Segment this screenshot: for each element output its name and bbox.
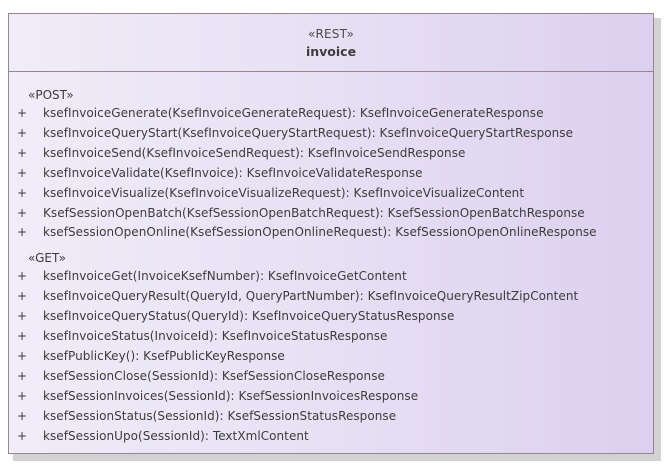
operation-row[interactable]: + ksefInvoiceGenerate(KsefInvoiceGenerate… xyxy=(9,104,653,124)
operation-signature: ksefSessionUpo(SessionId): TextXmlConten… xyxy=(43,428,309,443)
operation-row[interactable]: + ksefInvoiceGet(InvoiceKsefNumber): Ksef… xyxy=(9,267,653,287)
group-stereotype-post: «POST» xyxy=(28,88,74,102)
visibility-public: + xyxy=(17,329,28,344)
operation-signature: ksefInvoiceQueryStatus(QueryId): KsefInv… xyxy=(43,309,455,324)
visibility-public: + xyxy=(17,428,28,443)
operation-signature: ksefInvoiceQueryStart(KsefInvoiceQuerySt… xyxy=(43,125,574,140)
operation-signature: ksefSessionInvoices(SessionId): KsefSess… xyxy=(43,388,419,403)
operations-compartment: «POST» + ksefInvoiceGenerate(KsefInvoiceG… xyxy=(9,72,653,447)
operation-row[interactable]: + ksefInvoiceStatus(InvoiceId): KsefInvoi… xyxy=(9,327,653,347)
operation-row[interactable]: + ksefInvoiceQueryResult(QueryId, QueryPa… xyxy=(9,287,653,307)
visibility-public: + xyxy=(17,368,28,383)
operation-signature: ksefInvoiceStatus(InvoiceId): KsefInvoic… xyxy=(43,329,388,344)
operation-signature: KsefSessionOpenBatch(KsefSessionOpenBatc… xyxy=(43,205,585,220)
operation-row[interactable]: + ksefInvoiceValidate(KsefInvoice): KsefI… xyxy=(9,164,653,184)
visibility-public: + xyxy=(17,225,28,240)
operation-group-post: «POST» + ksefInvoiceGenerate(KsefInvoiceG… xyxy=(9,86,653,243)
operation-row[interactable]: + ksefSessionUpo(SessionId): TextXmlConte… xyxy=(9,427,653,447)
visibility-public: + xyxy=(17,269,28,284)
visibility-public: + xyxy=(17,289,28,304)
operation-signature: ksefInvoiceQueryResult(QueryId, QueryPar… xyxy=(43,289,579,304)
visibility-public: + xyxy=(17,388,28,403)
class-name: invoice xyxy=(305,44,357,59)
operation-row[interactable]: + ksefSessionInvoices(SessionId): KsefSes… xyxy=(9,387,653,407)
visibility-public: + xyxy=(17,408,28,423)
visibility-public: + xyxy=(17,106,28,120)
operation-signature: ksefInvoiceGenerate(KsefInvoiceGenerateR… xyxy=(43,106,544,120)
visibility-public: + xyxy=(17,205,28,220)
uml-class-invoice[interactable]: «REST» invoice «POST» + ksefInvoiceGenera… xyxy=(8,13,654,454)
class-header: «REST» invoice xyxy=(9,14,653,72)
operation-row[interactable]: + ksefInvoiceVisualize(KsefInvoiceVisuali… xyxy=(9,184,653,204)
operation-row[interactable]: + ksefInvoiceQueryStart(KsefInvoiceQueryS… xyxy=(9,124,653,144)
operation-signature: ksefSessionStatus(SessionId): KsefSessio… xyxy=(43,408,397,423)
operation-row[interactable]: + ksefInvoiceQueryStatus(QueryId): KsefIn… xyxy=(9,307,653,327)
group-stereotype-get: «GET» xyxy=(28,251,67,266)
operation-row[interactable]: + ksefSessionClose(SessionId): KsefSessio… xyxy=(9,367,653,387)
visibility-public: + xyxy=(17,309,28,324)
visibility-public: + xyxy=(17,125,28,140)
operation-signature: ksefInvoiceVisualize(KsefInvoiceVisualiz… xyxy=(43,185,525,200)
operation-signature: ksefInvoiceGet(InvoiceKsefNumber): KsefI… xyxy=(43,269,407,284)
operation-signature: ksefSessionClose(SessionId): KsefSession… xyxy=(43,368,385,383)
operation-row[interactable]: + ksefPublicKey(): KsefPublicKeyResponse xyxy=(9,347,653,367)
operation-signature: ksefInvoiceValidate(KsefInvoice): KsefIn… xyxy=(43,165,423,180)
class-stereotype: «REST» xyxy=(307,27,355,41)
visibility-public: + xyxy=(17,185,28,200)
operation-row[interactable]: + KsefSessionOpenBatch(KsefSessionOpenBat… xyxy=(9,204,653,224)
visibility-public: + xyxy=(17,165,28,180)
operation-group-get: «GET» + ksefInvoiceGet(InvoiceKsefNumber)… xyxy=(9,249,653,446)
operation-signature: ksefPublicKey(): KsefPublicKeyResponse xyxy=(43,348,285,363)
visibility-public: + xyxy=(17,348,28,363)
visibility-public: + xyxy=(17,145,28,160)
operation-row[interactable]: + ksefSessionOpenOnline(KsefSessionOpenOn… xyxy=(9,223,653,243)
operation-row[interactable]: + ksefSessionStatus(SessionId): KsefSessi… xyxy=(9,407,653,427)
operation-row[interactable]: + ksefInvoiceSend(KsefInvoiceSendRequest)… xyxy=(9,144,653,164)
operation-signature: ksefInvoiceSend(KsefInvoiceSendRequest):… xyxy=(43,145,466,160)
operation-signature: ksefSessionOpenOnline(KsefSessionOpenOnl… xyxy=(43,225,597,240)
